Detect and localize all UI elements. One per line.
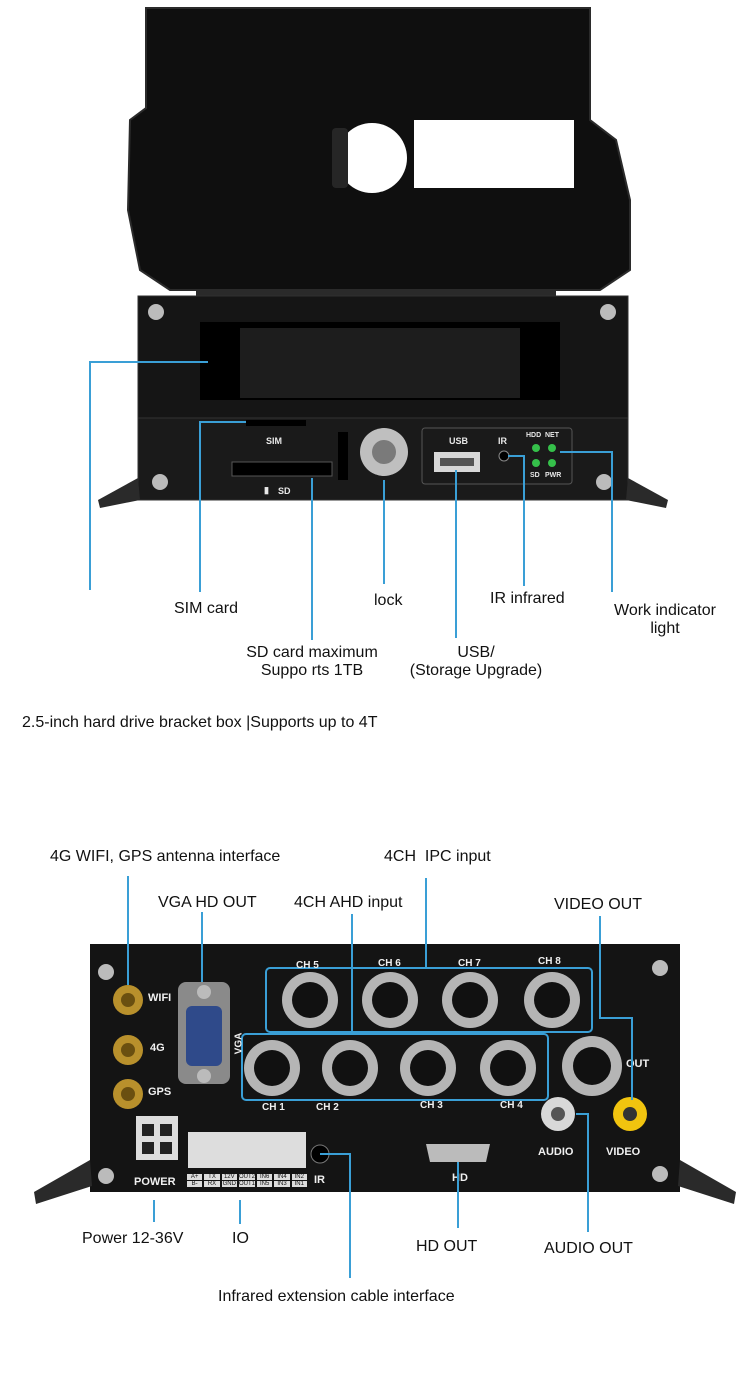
- callout-power: Power 12-36V: [82, 1230, 184, 1247]
- ch1-label: CH 1: [262, 1102, 285, 1113]
- usb-label: USB: [449, 436, 469, 446]
- ch7-label: CH 7: [458, 958, 481, 969]
- wifi-label: WIFI: [148, 992, 172, 1004]
- callout-ahd: 4CH AHD input: [294, 894, 403, 911]
- callout-work-indicator-line2: light: [650, 620, 680, 637]
- io-pin: GND: [221, 1181, 237, 1187]
- ch4-label: CH 4: [500, 1100, 523, 1111]
- callout-usb: USB/ (Storage Upgrade): [396, 644, 556, 680]
- top-callout-lines: [89, 361, 613, 640]
- hd-label: HD: [452, 1172, 468, 1184]
- io-pin: IN6: [257, 1174, 273, 1180]
- rear-panel-illustration: [34, 944, 736, 1204]
- led-label-sd: SD: [530, 472, 540, 479]
- callout-sd-card-line2: Suppo rts 1TB: [260, 662, 364, 679]
- io-pin: OUT1: [238, 1181, 255, 1187]
- sd-slot-label: SD: [278, 486, 291, 496]
- led-label-pwr: PWR: [545, 472, 562, 479]
- vga-label: VGA: [233, 1032, 245, 1055]
- io-pin: IN2: [291, 1174, 307, 1180]
- io-pin: IN4: [274, 1174, 290, 1180]
- io-pin-row-top: A+ TX 12V OUT2 IN6 IN4 IN2: [186, 1174, 308, 1180]
- callout-hd-out: HD OUT: [416, 1238, 478, 1255]
- led-label-net: NET: [545, 432, 559, 439]
- io-pin: TX: [204, 1174, 220, 1180]
- ir-label: IR: [498, 436, 507, 446]
- callout-work-indicator: Work indicator light: [600, 602, 730, 638]
- io-pin: RX: [204, 1181, 220, 1187]
- ch6-label: CH 6: [378, 958, 401, 969]
- power-label: POWER: [134, 1176, 176, 1188]
- ch2-label: CH 2: [316, 1102, 339, 1113]
- io-pin: 12V: [221, 1174, 237, 1180]
- gps-label: GPS: [148, 1086, 172, 1098]
- led-label-hdd: HDD: [526, 432, 542, 439]
- callout-sim-card: SIM card: [174, 600, 239, 617]
- ir-port-label: IR: [314, 1174, 325, 1186]
- callout-sd-card-line1: SD card maximum: [246, 644, 378, 661]
- video-label: VIDEO: [606, 1146, 641, 1158]
- out-label: OUT: [626, 1058, 650, 1070]
- io-pin-labels: A+ TX 12V OUT2 IN6 IN4 IN2 B- RX GND OUT…: [186, 1174, 308, 1187]
- sim-slot-label: SIM: [266, 436, 283, 446]
- callout-sd-card: SD card maximum Suppo rts 1TB: [232, 644, 392, 680]
- callout-usb-line2: (Storage Upgrade): [409, 662, 543, 679]
- callout-usb-line1: USB/: [457, 644, 495, 661]
- callout-infrared: Infrared extension cable interface: [218, 1288, 455, 1305]
- io-pin: IN5: [257, 1181, 273, 1187]
- 4g-label: 4G: [150, 1042, 165, 1054]
- io-pin: A+: [187, 1174, 203, 1180]
- io-pin: B-: [187, 1181, 203, 1187]
- sd-card-icon: ▮: [264, 485, 269, 495]
- audio-label: AUDIO: [538, 1146, 574, 1158]
- io-pin-row-bottom: B- RX GND OUT1 IN5 IN3 IN1: [186, 1181, 308, 1187]
- callout-video-out: VIDEO OUT: [554, 896, 643, 913]
- callout-ipc: 4CH IPC input: [384, 848, 491, 865]
- callout-audio-out: AUDIO OUT: [544, 1240, 633, 1257]
- callout-lock: lock: [374, 592, 403, 609]
- ch8-label: CH 8: [538, 956, 561, 967]
- callout-io: IO: [232, 1230, 249, 1247]
- callout-ir-infrared: IR infrared: [490, 590, 565, 607]
- callout-vga: VGA HD OUT: [158, 894, 257, 911]
- rear-panel-photo: WIFI 4G GPS VGA CH 5 CH 6 CH 7 CH 8 CH 1…: [0, 930, 750, 1220]
- ch3-label: CH 3: [420, 1100, 443, 1111]
- callout-antenna: 4G WIFI, GPS antenna interface: [50, 848, 281, 865]
- ch5-label: CH 5: [296, 960, 319, 971]
- hdd-bracket-caption: 2.5-inch hard drive bracket box |Support…: [22, 714, 378, 731]
- io-pin: OUT2: [238, 1174, 255, 1180]
- io-pin: IN1: [291, 1181, 307, 1187]
- callout-work-indicator-line1: Work indicator: [614, 602, 716, 619]
- io-pin: IN3: [274, 1181, 290, 1187]
